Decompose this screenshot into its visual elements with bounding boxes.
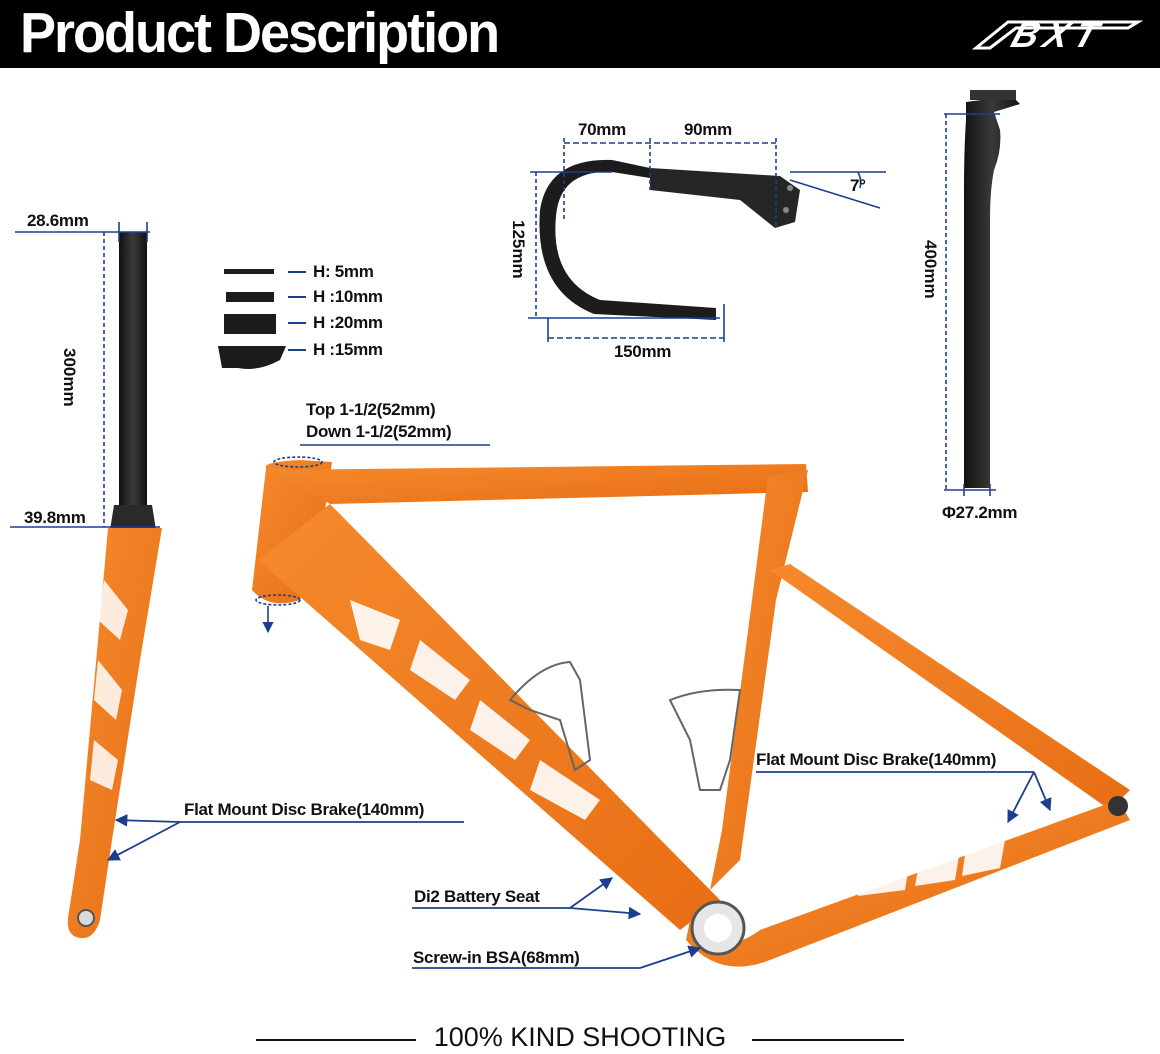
headset-spacers	[218, 269, 286, 369]
fork-dimension-lines	[10, 222, 160, 528]
bottom-arrows	[412, 877, 702, 969]
handlebar-width-left-label: 70mm	[578, 120, 626, 139]
seatpost-diameter-label: Φ27.2mm	[942, 503, 1018, 522]
handlebar-dimension-lines	[528, 138, 886, 342]
fork-steerer-length-label: 300mm	[60, 348, 79, 407]
rear-brake-arrows	[756, 771, 1052, 824]
headset-down-label: Down 1-1/2(52mm)	[306, 422, 452, 441]
spacer-label-4: H :15mm	[313, 340, 383, 359]
footer-line-left	[256, 1039, 416, 1041]
seatpost-dimension-lines	[944, 113, 1000, 496]
fork-bottom-diameter-label: 39.8mm	[24, 508, 86, 527]
seatpost-length-label: 400mm	[921, 240, 940, 299]
header-bar: Product Description BXT	[0, 0, 1160, 68]
bottle-cages	[508, 660, 742, 791]
handlebar-angle-label: 7°	[850, 176, 866, 195]
bottom-bracket-label: Screw-in BSA(68mm)	[413, 948, 580, 967]
spacer-label-2: H :10mm	[313, 287, 383, 306]
page-title: Product Description	[20, 1, 500, 65]
spacer-label-3: H :20mm	[313, 313, 383, 332]
bike-frame	[252, 460, 1130, 967]
handlebar	[539, 159, 800, 320]
spacer-label-1: H: 5mm	[313, 262, 374, 281]
fork-brake-arrows	[106, 814, 464, 861]
fork-body	[67, 528, 162, 939]
rear-brake-label: Flat Mount Disc Brake(140mm)	[756, 750, 997, 769]
fork-brake-label: Flat Mount Disc Brake(140mm)	[184, 800, 425, 819]
brand-logo: BXT	[968, 14, 1148, 56]
headset-arrows	[255, 444, 490, 634]
seatpost	[964, 90, 1020, 488]
footer-line-right	[752, 1039, 904, 1041]
fork-steerer	[110, 232, 156, 530]
handlebar-drop-label: 125mm	[509, 220, 528, 279]
spacer-leader-lines	[288, 271, 306, 351]
handlebar-reach-label: 150mm	[614, 342, 672, 361]
headset-top-label: Top 1-1/2(52mm)	[306, 400, 436, 419]
di2-battery-seat-label: Di2 Battery Seat	[414, 887, 540, 906]
brand-logo-mark	[971, 20, 1144, 50]
footer-caption: 100% KIND SHOOTING	[433, 1022, 727, 1052]
handlebar-width-right-label: 90mm	[684, 120, 732, 139]
fork-top-diameter-label: 28.6mm	[27, 211, 89, 230]
